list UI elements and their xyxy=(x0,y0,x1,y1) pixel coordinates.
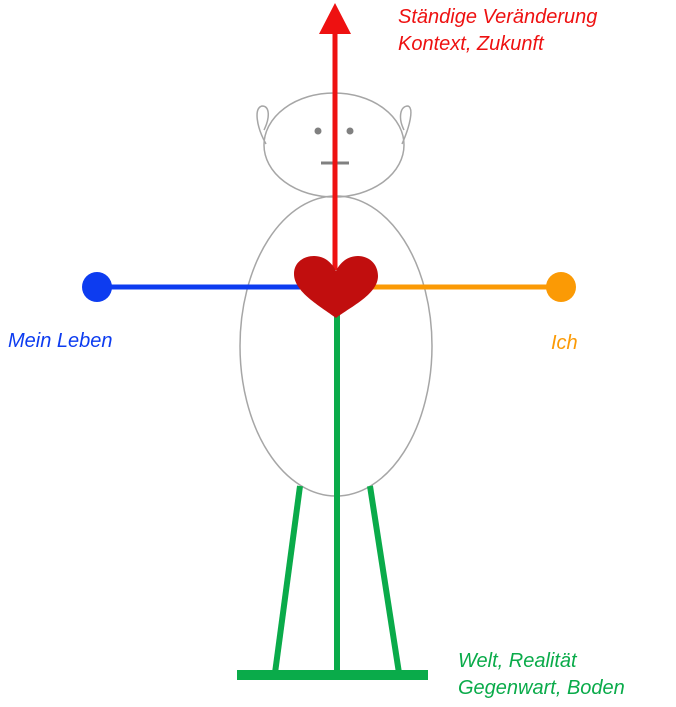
label-left: Mein Leben xyxy=(8,328,113,355)
green-right-leg xyxy=(367,485,402,674)
right-hair-curl xyxy=(399,105,412,145)
label-right: Ich xyxy=(551,330,578,357)
label-top: Ständige Veränderung Kontext, Zukunft xyxy=(398,4,597,58)
right-eye xyxy=(346,127,354,135)
label-right-line1: Ich xyxy=(551,332,578,354)
blue-endpoint-dot xyxy=(82,272,112,302)
heart-icon xyxy=(294,256,378,318)
label-top-line1: Ständige Veränderung xyxy=(398,6,598,28)
label-bottom-line1: Welt, Realität xyxy=(458,650,577,672)
label-bottom-line2: Gegenwart, Boden xyxy=(458,677,625,699)
orange-endpoint-dot xyxy=(546,272,576,302)
left-hair-curl xyxy=(256,105,269,145)
label-left-line1: Mein Leben xyxy=(8,330,113,352)
left-eye xyxy=(314,127,322,135)
label-top-line2: Kontext, Zukunft xyxy=(398,33,544,55)
label-bottom: Welt, Realität Gegenwart, Boden xyxy=(458,648,625,702)
arrow-up-icon xyxy=(319,3,351,34)
green-left-leg xyxy=(272,485,303,674)
